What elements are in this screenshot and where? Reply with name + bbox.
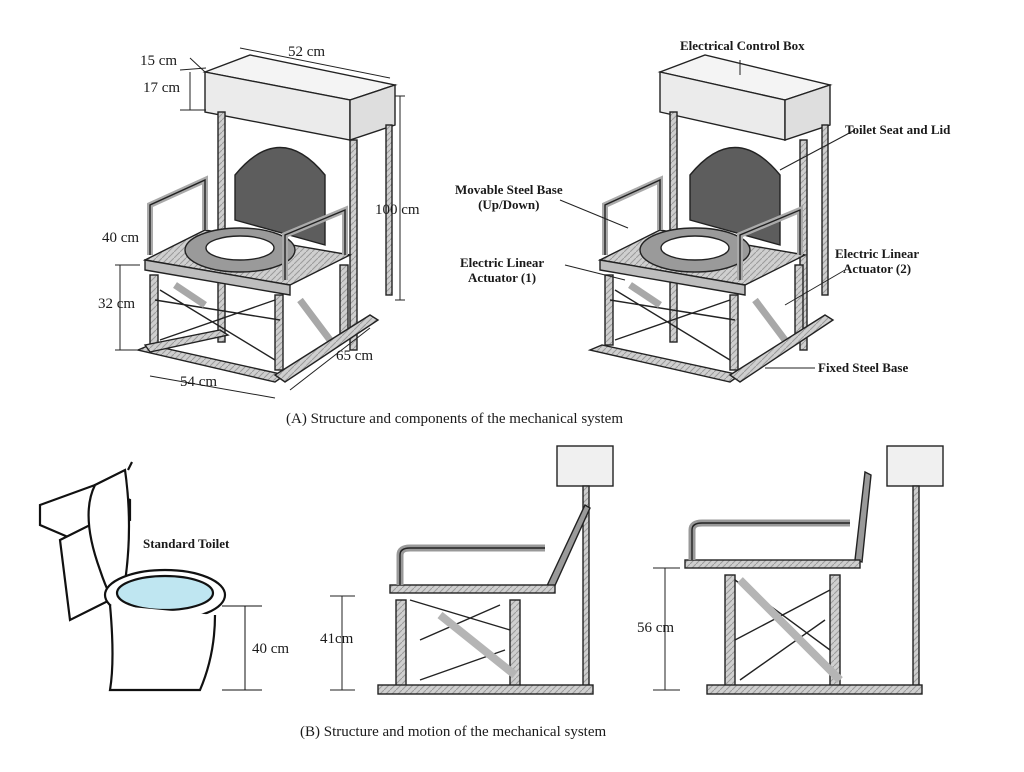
dim-armrest-height-label: 40 cm (102, 230, 140, 246)
raised-height-label: 56 cm (637, 620, 675, 636)
toilet-height-label: 40 cm (252, 641, 290, 657)
actuator-2-label-line1: Electric Linear (835, 246, 920, 261)
dim-base-depth-label: 65 cm (336, 348, 374, 364)
movable-base-label: Movable Steel Base (Up/Down) (455, 182, 563, 212)
dim-box-depth-label: 15 cm (140, 53, 178, 69)
chair-lowered-side-view (330, 445, 614, 695)
actuator-1-label: Electric Linear Actuator (1) (460, 255, 544, 285)
standard-toilet-label: Standard Toilet (143, 536, 230, 551)
dim-seat-height-label: 32 cm (98, 296, 136, 312)
movable-base-label-line1: Movable Steel Base (455, 182, 563, 197)
actuator-1-label-line2: Actuator (1) (468, 270, 537, 285)
control-box-label: Electrical Control Box (680, 38, 805, 53)
movable-base-label-line2: (Up/Down) (478, 197, 540, 212)
dim-box-height-label: 17 cm (143, 80, 181, 96)
toilet-seat-label: Toilet Seat and Lid (845, 122, 951, 137)
dim-base-width-label: 54 cm (180, 374, 218, 390)
chair-dimensioned-drawing (115, 47, 405, 399)
actuator-1-label-line1: Electric Linear (460, 255, 545, 270)
actuator-2-label-line2: Actuator (2) (843, 261, 912, 276)
standard-toilet-drawing (38, 461, 262, 692)
actuator-2-label: Electric Linear Actuator (2) (835, 246, 919, 276)
lowered-height-label: 41cm (320, 631, 354, 647)
chair-raised-side-view (653, 445, 944, 695)
fixed-base-label: Fixed Steel Base (818, 360, 909, 375)
chair-components-drawing (559, 54, 856, 383)
dim-box-width-label: 52 cm (288, 44, 326, 60)
panel-a-caption: (A) Structure and components of the mech… (286, 411, 623, 427)
dim-total-height-label: 100 cm (375, 202, 420, 218)
panel-b-caption: (B) Structure and motion of the mechanic… (300, 724, 607, 740)
